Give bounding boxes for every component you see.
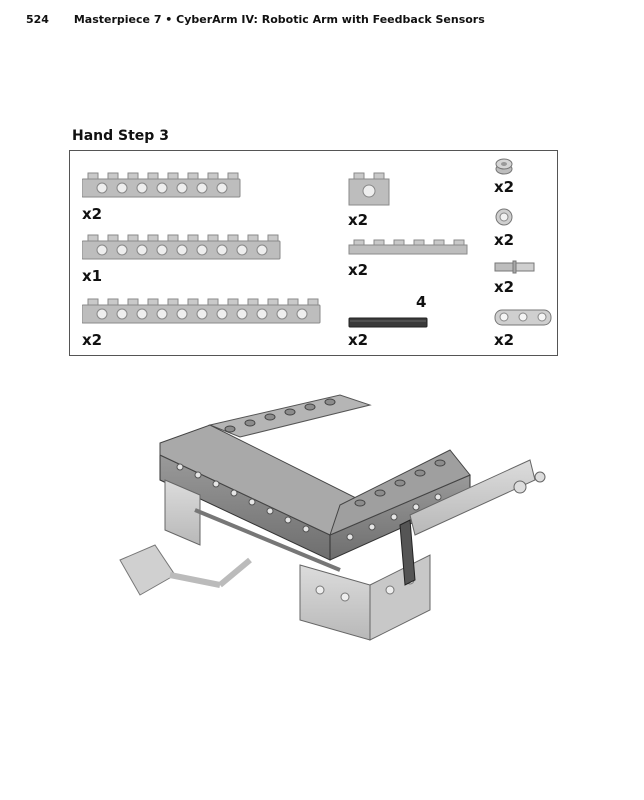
technic-beam-1x10 [81,233,282,267]
step-title: Hand Step 3 [72,128,169,144]
beam-1x12-quantity: x2 [82,331,103,349]
beam-1x8-quantity: x2 [82,205,103,223]
technic-brick-1x2-icon [348,172,390,206]
plate-1x6-icon [348,239,468,255]
running-header: 524 Masterpiece 7 • CyberArm IV: Robotic… [26,13,485,26]
parts-list-box: x2 x1 x2 [69,150,558,356]
liftarm-1x3-icon [494,309,552,326]
axle-quantity: x2 [348,331,369,349]
pin-quantity: x2 [494,278,515,296]
assembly-illustration [110,385,550,649]
connector-pin-icon [494,260,535,274]
page-number: 524 [26,13,49,26]
plate-1x6 [348,237,470,261]
bush-quantity: x2 [494,178,515,196]
brick-1x2-quantity: x2 [348,211,369,229]
technic-beam-1x8 [81,171,242,205]
bush-icon [495,158,513,175]
technic-beam-1x10-icon [81,234,281,260]
chapter-title: Masterpiece 7 • CyberArm IV: Robotic Arm… [73,13,485,26]
plate-1x6-quantity: x2 [348,261,369,279]
axle-length-label: 4 [416,293,427,311]
half-bush-icon [495,208,513,226]
bush [494,157,514,181]
technic-beam-1x8-icon [81,172,241,198]
liftarm-1x3 [494,307,554,333]
half-bush-quantity: x2 [494,231,515,249]
technic-beam-1x12-icon [81,298,321,324]
technic-beam-1x12 [81,297,322,331]
technic-brick-1x2 [348,171,392,211]
connector-pin [494,259,536,278]
axle [348,315,430,334]
robotic-hand-assembly-icon [119,394,546,641]
beam-1x10-quantity: x1 [82,267,103,285]
liftarm-quantity: x2 [494,331,515,349]
axle-icon [348,317,428,328]
half-bush [494,207,514,231]
